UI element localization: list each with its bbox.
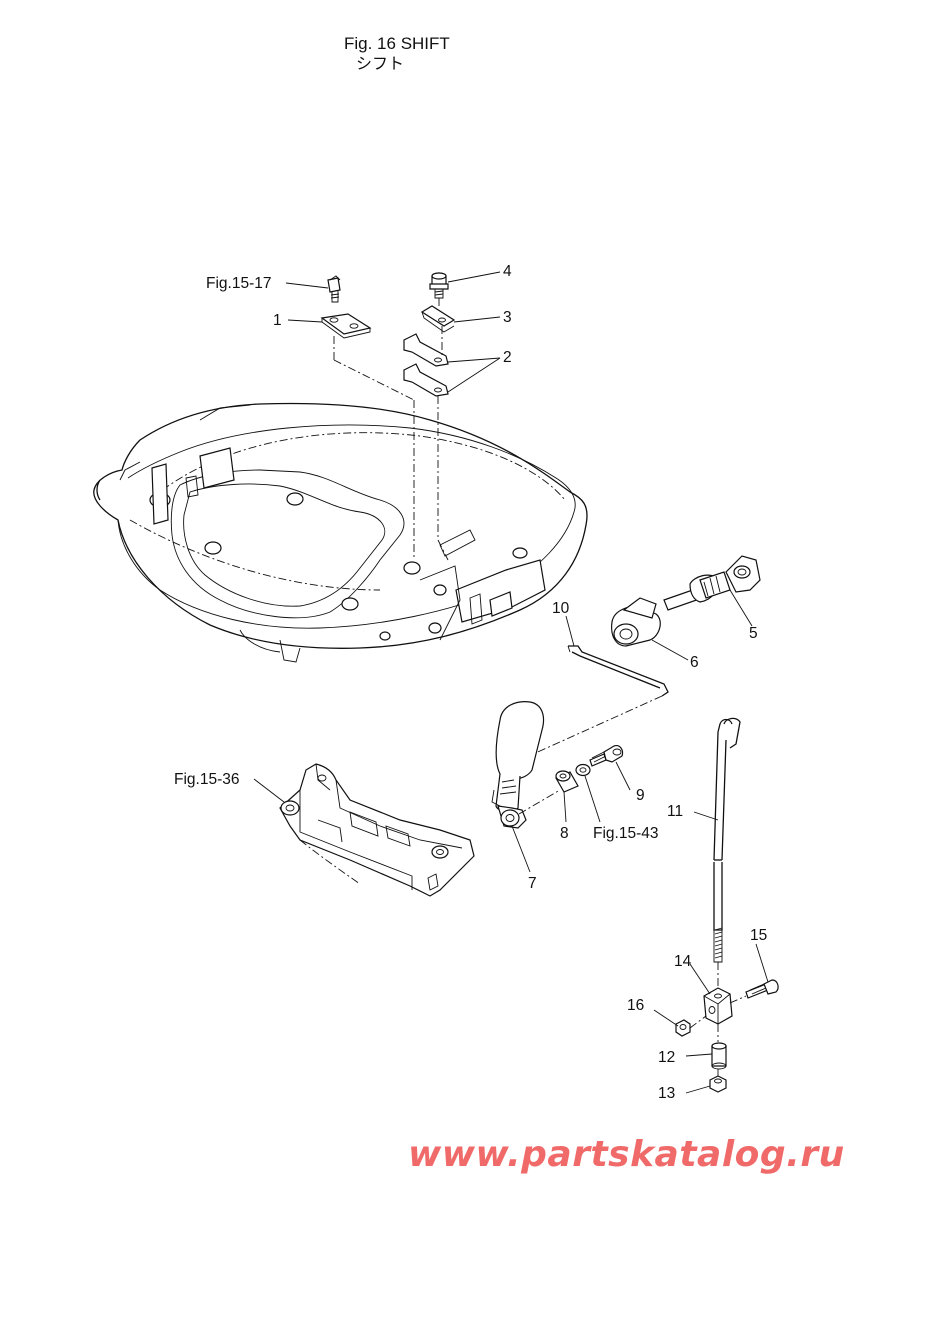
callout-4: 4 [503, 263, 512, 280]
callout-14: 14 [674, 953, 692, 970]
callout-1: 1 [273, 312, 282, 329]
callout-15: 15 [750, 927, 767, 944]
part-12-spacer [711, 1042, 727, 1070]
figure-title: Fig. 16 SHIFT シフト [344, 34, 450, 74]
callout-13: 13 [658, 1085, 675, 1102]
callout-fig-15-43: Fig.15-43 [593, 825, 658, 842]
part-11-shift-rod [713, 717, 741, 963]
part-1-plate [320, 313, 372, 339]
part-14-joint [703, 987, 733, 1025]
callout-10: 10 [552, 600, 570, 617]
fig-15-43-washer [575, 763, 591, 777]
callout-2: 2 [503, 349, 512, 366]
part-4-bolt [429, 272, 449, 299]
figure-title-jp: シフト [356, 54, 405, 73]
part-2-clip-lower [403, 363, 449, 397]
figure-title-en: Fig. 16 SHIFT [344, 34, 450, 53]
part-15-bolt [745, 979, 779, 999]
part-7-shift-lever [491, 701, 545, 829]
part-8-bushing [555, 770, 579, 793]
part-3-plate [420, 305, 456, 333]
callout-16: 16 [627, 997, 644, 1014]
callout-12: 12 [658, 1049, 675, 1066]
part-6-shift-cam [611, 597, 661, 647]
fig-15-36-bracket [279, 763, 475, 897]
part-2-clip-upper [403, 333, 449, 367]
part-9-bolt [589, 745, 624, 767]
fig-15-17-screw [327, 275, 341, 303]
part-13-nut [709, 1075, 727, 1093]
callout-11: 11 [667, 803, 683, 820]
lower-cowling [93, 402, 588, 663]
part-5-shift-shaft [663, 555, 761, 611]
callout-fig-15-17: Fig.15-17 [206, 275, 271, 292]
callout-8: 8 [560, 825, 569, 842]
callout-3: 3 [503, 309, 512, 326]
leader-lines [253, 271, 769, 1094]
callout-7: 7 [528, 875, 537, 892]
watermark-link[interactable]: www.partskatalog.ru [408, 1134, 845, 1175]
callout-5: 5 [749, 625, 758, 642]
part-16-nut [675, 1019, 691, 1037]
callout-6: 6 [690, 654, 699, 671]
callout-9: 9 [636, 787, 645, 804]
part-10-shift-rod [567, 645, 669, 697]
callout-fig-15-36: Fig.15-36 [174, 771, 239, 788]
